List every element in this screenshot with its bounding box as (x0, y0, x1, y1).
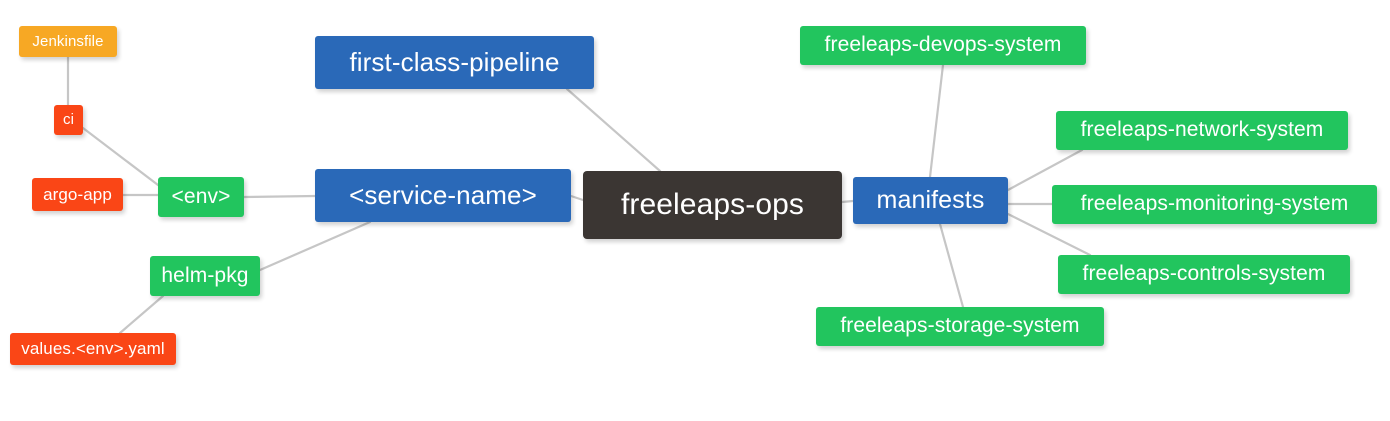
mindmap-node-freeleaps-monitoring-system[interactable]: freeleaps-monitoring-system (1052, 185, 1377, 224)
mindmap-node-service-name[interactable]: <service-name> (315, 169, 571, 222)
mindmap-edge (1006, 148, 1084, 192)
mindmap-node-freeleaps-storage-system[interactable]: freeleaps-storage-system (816, 307, 1104, 346)
mindmap-node-freeleaps-devops-system[interactable]: freeleaps-devops-system (800, 26, 1086, 65)
mindmap-node-env[interactable]: <env> (158, 177, 244, 217)
mindmap-edge (569, 194, 585, 202)
mindmap-node-ci[interactable]: ci (54, 105, 83, 135)
mindmap-node-freeleaps-network-system[interactable]: freeleaps-network-system (1056, 111, 1348, 150)
mindmap-node-manifests[interactable]: manifests (853, 177, 1008, 224)
mindmap-node-freeleaps-controls-system[interactable]: freeleaps-controls-system (1058, 255, 1350, 294)
mindmap-edge (242, 194, 317, 199)
mindmap-node-argo-app[interactable]: argo-app (32, 178, 123, 211)
mindmap-node-helm-pkg[interactable]: helm-pkg (150, 256, 260, 296)
mindmap-edge (258, 220, 372, 272)
mindmap-edge (938, 222, 965, 309)
mindmap-node-first-class-pipeline[interactable]: first-class-pipeline (315, 36, 594, 89)
mindmap-edge (840, 199, 855, 204)
mindmap-node-values-env-yaml[interactable]: values.<env>.yaml (10, 333, 176, 365)
mindmap-edge (81, 126, 160, 187)
mindmap-node-freeleaps-ops[interactable]: freeleaps-ops (583, 171, 842, 239)
mindmap-node-jenkinsfile[interactable]: Jenkinsfile (19, 26, 117, 57)
mindmap-edge (928, 63, 945, 179)
mindmap-edge (565, 87, 662, 173)
mindmap-edge (118, 294, 165, 335)
